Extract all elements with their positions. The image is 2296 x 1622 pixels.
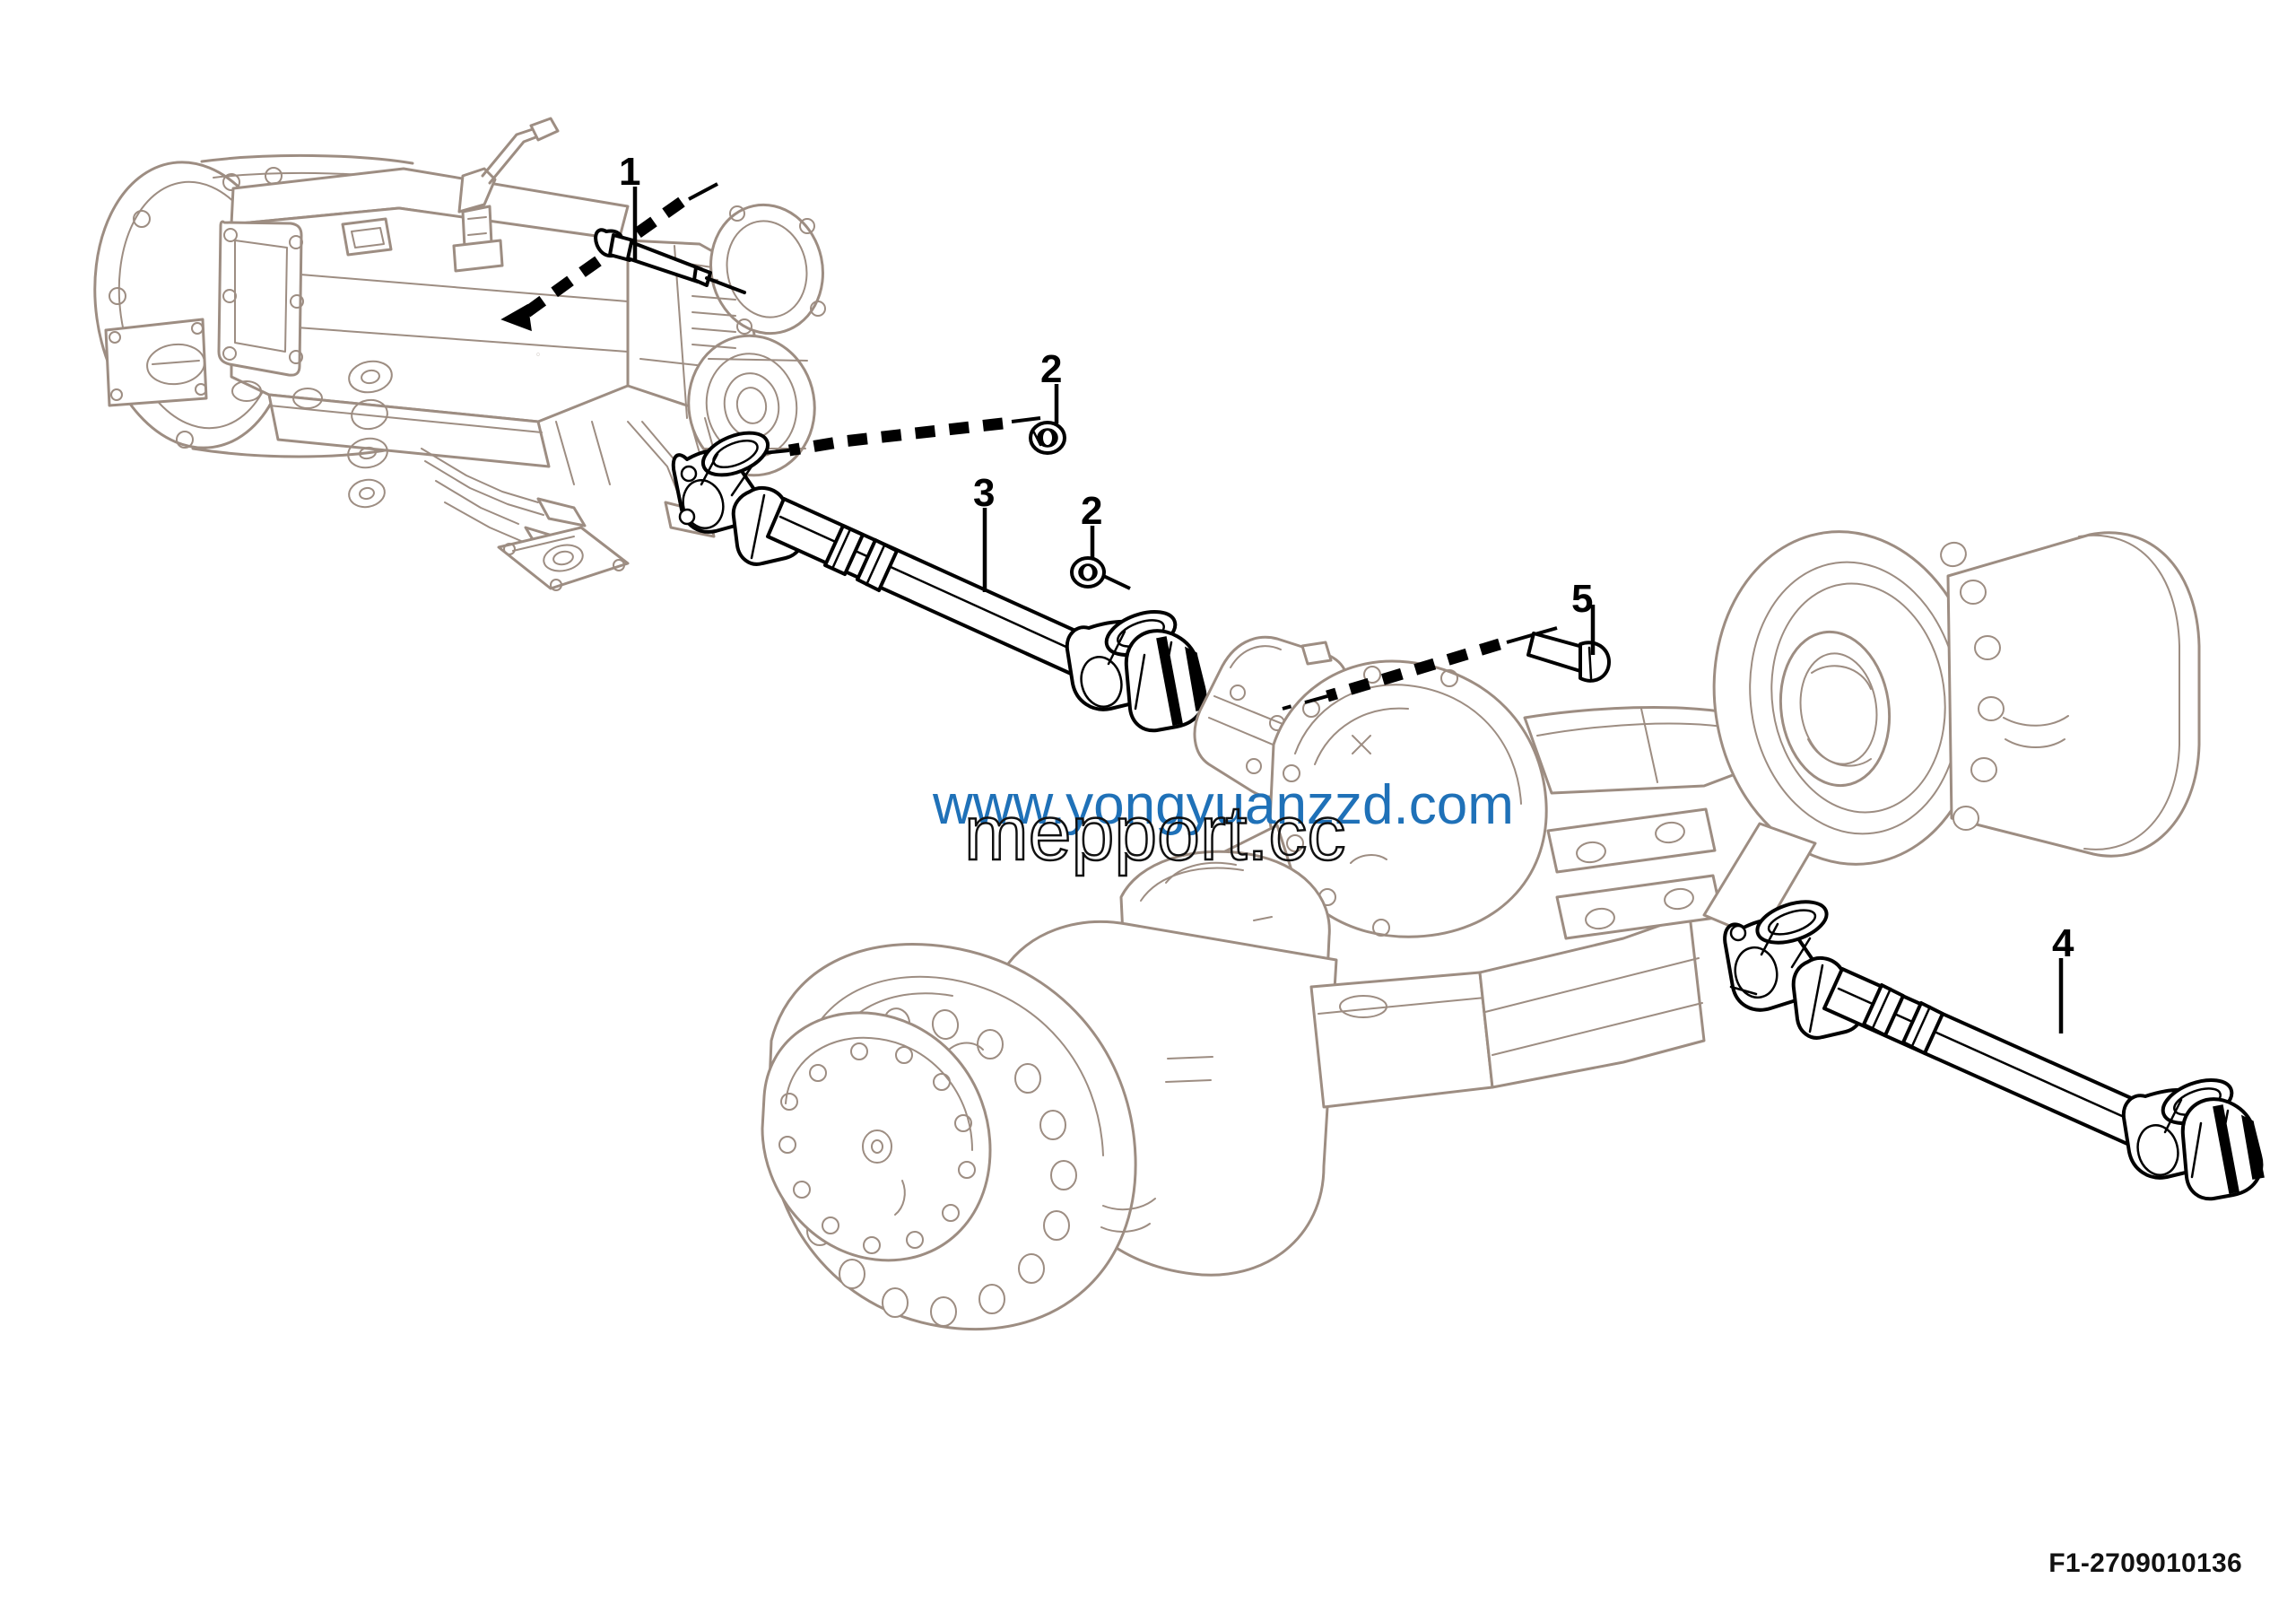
leader-dashed-item-1 [500,182,718,332]
figure-id-label: F1-2709010136 [2048,1548,2242,1578]
nut-part-lower [1070,556,1106,589]
long-bolt-part [594,228,746,294]
right-wheel-hub [1702,530,2201,940]
transmission-gearbox [93,117,826,591]
hub-stud-ring [778,1042,976,1254]
rear-drive-shaft [1723,900,2265,1201]
leader-dashed-item-2-upper [752,416,1041,457]
front-drive-shaft [671,431,1208,733]
callout-number-2-lower: 2 [1081,489,1103,533]
callout-number-3: 3 [973,471,996,515]
callout-number-1: 1 [619,150,641,194]
nut-part-upper [1029,421,1066,455]
short-bolt-part [1526,632,1611,683]
callout-number-4: 4 [2052,921,2074,965]
rear-axle-assembly [761,530,2201,1330]
callout-number-5: 5 [1571,577,1594,621]
callout-number-2-upper: 2 [1040,347,1063,391]
